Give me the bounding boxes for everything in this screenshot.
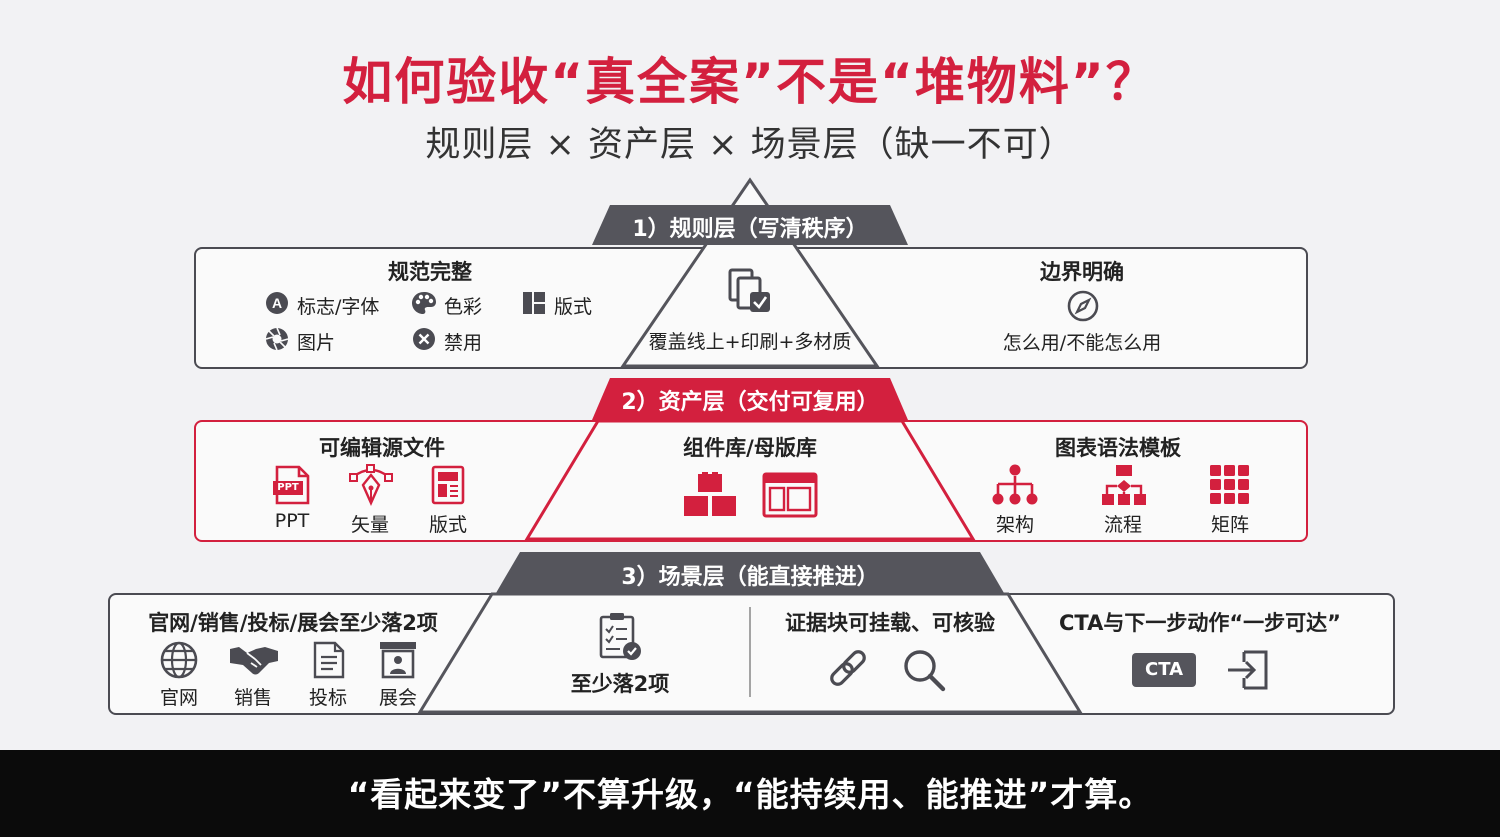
item-exhibition: 展会 <box>378 687 417 709</box>
item-bidding: 投标 <box>308 687 347 709</box>
globe-icon <box>160 641 198 679</box>
footer-text: “看起来变了”不算升级，“能持续用、能推进”才算。 <box>347 775 1153 814</box>
band2-shape <box>592 378 908 420</box>
band2-label: 2）资产层（交付可复用） <box>621 390 879 415</box>
layout-icon <box>523 292 545 314</box>
layout-doc-icon <box>431 465 465 505</box>
item-flow: 流程 <box>1103 514 1142 536</box>
layer1-right-heading: 边界明确 <box>1040 260 1124 284</box>
item-color: 色彩 <box>444 296 483 318</box>
item-ppt: PPT <box>274 510 310 532</box>
item-logo-font: 标志/字体 <box>297 296 380 318</box>
document-check-icon <box>728 268 770 312</box>
band3-label: 3）场景层（能直接推进） <box>621 565 879 590</box>
cta-button[interactable]: CTA <box>1132 653 1196 687</box>
ppt-badge-text: PPT <box>277 482 299 493</box>
checklist-icon <box>599 613 641 660</box>
item-architecture: 架构 <box>995 514 1034 536</box>
svg-text:A: A <box>272 295 282 311</box>
hierarchy-icon <box>992 464 1038 505</box>
layer2-left-heading: 可编辑源文件 <box>319 436 445 460</box>
layer3-right-heading: CTA与下一步动作“一步可达” <box>1059 611 1341 635</box>
template-window-icon <box>762 472 818 518</box>
enter-arrow-icon <box>1228 650 1268 690</box>
item-matrix: 矩阵 <box>1210 514 1249 536</box>
item-layout: 版式 <box>554 296 593 318</box>
page-title: 如何验收“真全案”不是“堆物料”？ <box>342 53 1158 111</box>
item-sales: 销售 <box>233 687 272 709</box>
item-vector: 矢量 <box>350 514 389 536</box>
palette-icon <box>412 292 436 314</box>
layer1-center-text: 覆盖线上+印刷+多材质 <box>648 331 852 353</box>
footer-banner <box>0 750 1500 837</box>
page-subtitle: 规则层 × 资产层 × 场景层（缺一不可） <box>425 125 1075 165</box>
layer2-right-heading: 图表语法模板 <box>1055 436 1181 460</box>
font-a-icon: A <box>266 292 288 314</box>
layer3-left-heading: 官网/销售/投标/展会至少落2项 <box>148 611 438 635</box>
item-layout-file: 版式 <box>428 514 467 536</box>
item-website: 官网 <box>159 687 198 709</box>
ppt-file-icon <box>273 465 310 505</box>
compass-icon <box>1067 290 1099 322</box>
vector-pen-icon <box>349 464 393 506</box>
band1-label: 1）规则层（写清秩序） <box>632 217 868 242</box>
link-icon <box>830 650 866 686</box>
item-image: 图片 <box>297 332 336 354</box>
flow-icon <box>1102 465 1146 505</box>
layer2-center-heading: 组件库/母版库 <box>683 436 817 460</box>
layer1-left-heading: 规范完整 <box>388 260 472 284</box>
magnifier-icon <box>904 650 946 692</box>
aperture-icon <box>265 327 289 351</box>
matrix-icon <box>1210 465 1249 504</box>
layer1-right-text: 怎么用/不能怎么用 <box>1002 332 1162 354</box>
band3-shape <box>496 552 1004 593</box>
layer3-center-text: 至少落2项 <box>570 672 670 696</box>
blocks-icon <box>684 472 736 516</box>
forbid-icon <box>413 328 435 350</box>
pyramid-middle <box>524 419 976 541</box>
exhibition-booth-icon <box>380 642 416 679</box>
bid-document-icon <box>313 641 345 679</box>
handshake-icon <box>230 647 278 675</box>
item-forbidden: 禁用 <box>444 332 483 354</box>
layer3-middle-heading: 证据块可挂载、可核验 <box>785 611 995 635</box>
band1-shape <box>592 205 908 245</box>
